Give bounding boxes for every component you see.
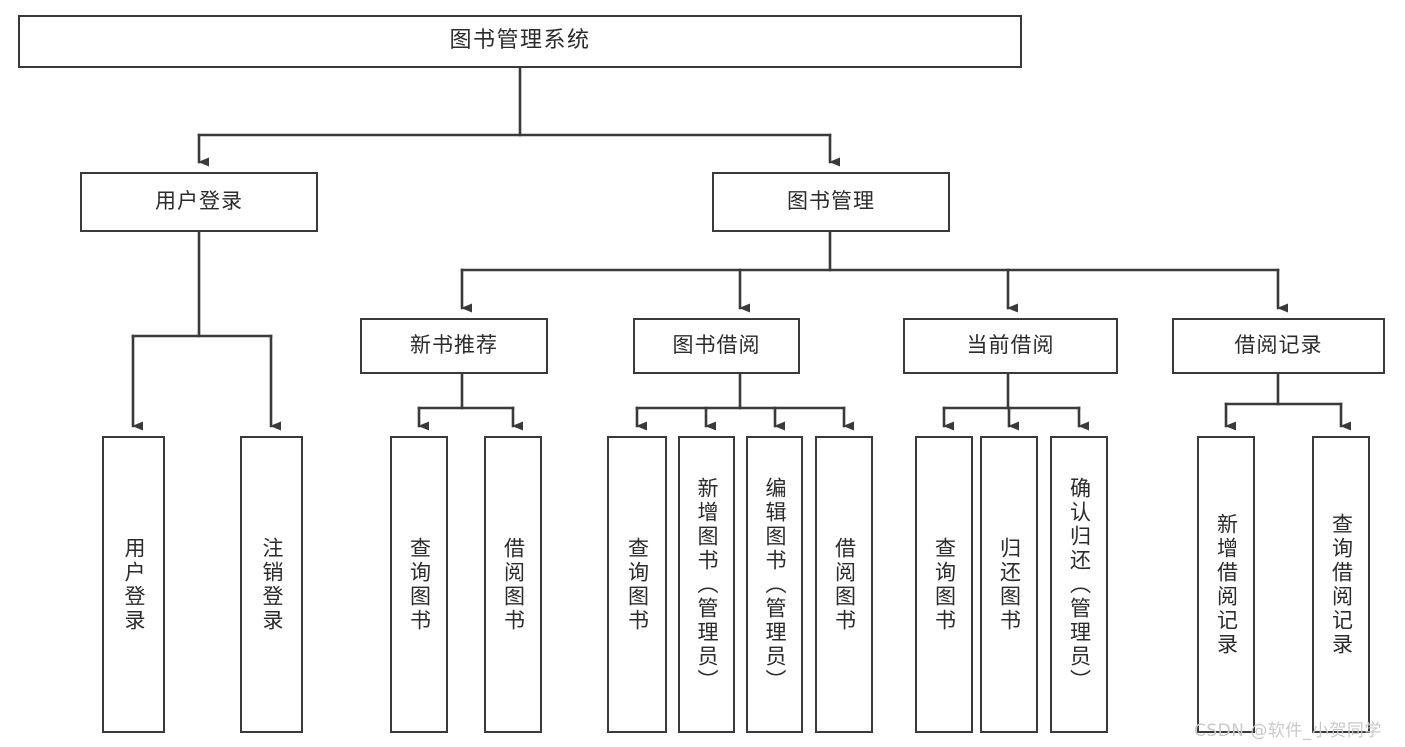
node-leaf-confirm-return[interactable]: 确认归还（管理员） [1050, 436, 1108, 733]
node-leaf-borrow-book-1-label: 借阅图书 [501, 536, 526, 633]
node-leaf-return-book-label: 归还图书 [997, 536, 1022, 633]
node-new-book-rec-label: 新书推荐 [410, 333, 498, 358]
node-leaf-edit-book-label: 编辑图书（管理员） [763, 476, 787, 693]
node-leaf-borrow-book-1[interactable]: 借阅图书 [484, 436, 542, 733]
node-leaf-add-book-label: 新增图书（管理员） [695, 476, 719, 693]
node-leaf-query-record[interactable]: 查询借阅记录 [1312, 436, 1370, 733]
node-leaf-user-login[interactable]: 用户登录 [102, 436, 165, 733]
node-leaf-confirm-return-label: 确认归还（管理员） [1067, 476, 1092, 693]
node-leaf-user-login-label: 用户登录 [122, 536, 146, 633]
node-user-login-label: 用户登录 [155, 189, 243, 214]
node-leaf-logout[interactable]: 注销登录 [240, 436, 303, 733]
node-book-manage[interactable]: 图书管理 [712, 172, 950, 232]
node-leaf-query-book-1[interactable]: 查询图书 [390, 436, 448, 733]
node-leaf-return-book[interactable]: 归还图书 [980, 436, 1038, 733]
node-book-manage-label: 图书管理 [787, 189, 875, 214]
node-borrow-record-label: 借阅记录 [1234, 333, 1323, 358]
node-leaf-add-record[interactable]: 新增借阅记录 [1197, 436, 1255, 733]
node-leaf-borrow-book-2[interactable]: 借阅图书 [815, 436, 873, 733]
node-user-login[interactable]: 用户登录 [80, 172, 318, 232]
node-leaf-query-book-2-label: 查询图书 [625, 536, 650, 633]
node-root[interactable]: 图书管理系统 [18, 15, 1022, 68]
node-borrow-record[interactable]: 借阅记录 [1172, 318, 1385, 374]
node-leaf-edit-book[interactable]: 编辑图书（管理员） [746, 436, 803, 733]
node-leaf-add-book[interactable]: 新增图书（管理员） [678, 436, 735, 733]
node-book-borrow-label: 图书借阅 [672, 333, 761, 358]
node-new-book-rec[interactable]: 新书推荐 [360, 318, 548, 374]
node-leaf-logout-label: 注销登录 [260, 536, 284, 633]
node-leaf-borrow-book-2-label: 借阅图书 [832, 536, 857, 633]
node-leaf-query-record-label: 查询借阅记录 [1329, 512, 1354, 657]
node-leaf-query-book-3-label: 查询图书 [932, 536, 957, 633]
node-leaf-query-book-3[interactable]: 查询图书 [915, 436, 973, 733]
node-leaf-query-book-1-label: 查询图书 [407, 536, 432, 633]
csdn-watermark: CSDN @软件_小贺同学 [1194, 721, 1382, 741]
node-leaf-query-book-2[interactable]: 查询图书 [607, 436, 667, 733]
node-current-borrow[interactable]: 当前借阅 [903, 318, 1118, 374]
node-root-label: 图书管理系统 [449, 28, 591, 54]
node-book-borrow[interactable]: 图书借阅 [633, 318, 800, 374]
node-current-borrow-label: 当前借阅 [966, 333, 1055, 358]
node-leaf-add-record-label: 新增借阅记录 [1214, 512, 1239, 657]
